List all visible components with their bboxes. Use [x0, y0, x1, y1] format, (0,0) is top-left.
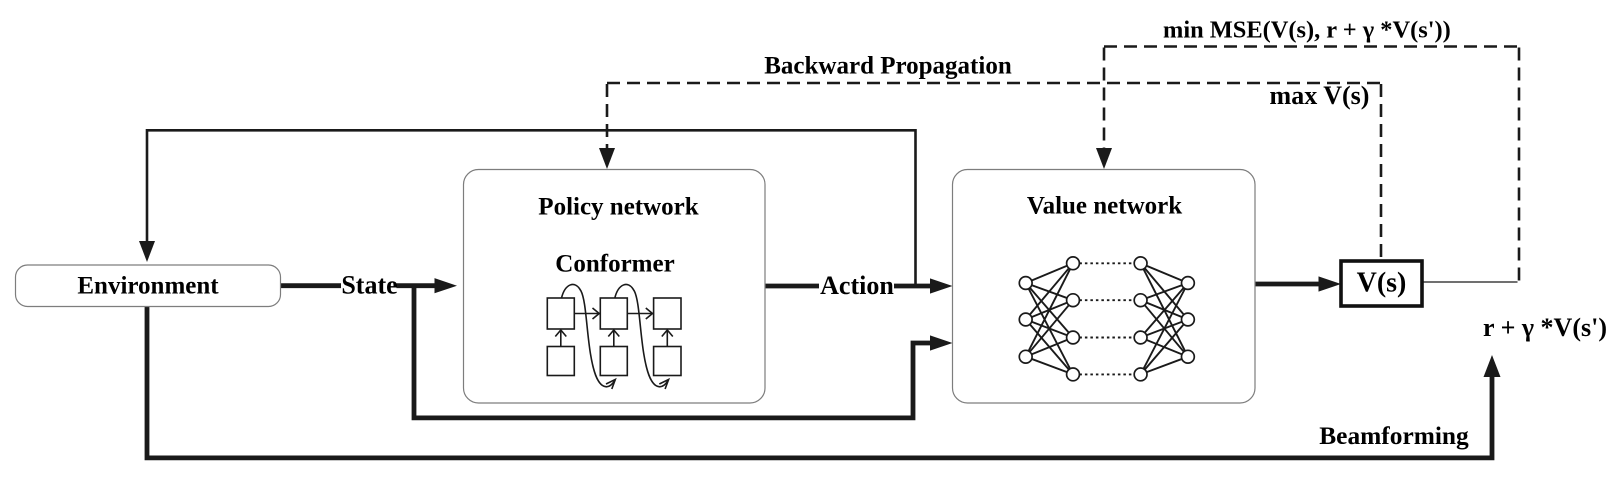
svg-text:Action: Action	[820, 271, 894, 300]
svg-text:Beamforming: Beamforming	[1319, 422, 1469, 450]
svg-text:r + γ *V(s'): r + γ *V(s')	[1483, 313, 1607, 342]
svg-text:Conformer: Conformer	[555, 251, 674, 278]
svg-text:Environment: Environment	[77, 273, 219, 300]
svg-text:State: State	[341, 271, 397, 300]
svg-text:V(s): V(s)	[1357, 268, 1407, 299]
svg-text:Backward Propagation: Backward Propagation	[764, 53, 1012, 80]
svg-text:Value network: Value network	[1027, 193, 1182, 220]
svg-text:Policy network: Policy network	[538, 194, 698, 221]
svg-text:min MSE(V(s), r + γ *V(s')): min MSE(V(s), r + γ *V(s'))	[1163, 17, 1451, 44]
svg-text:max V(s): max V(s)	[1270, 81, 1370, 110]
